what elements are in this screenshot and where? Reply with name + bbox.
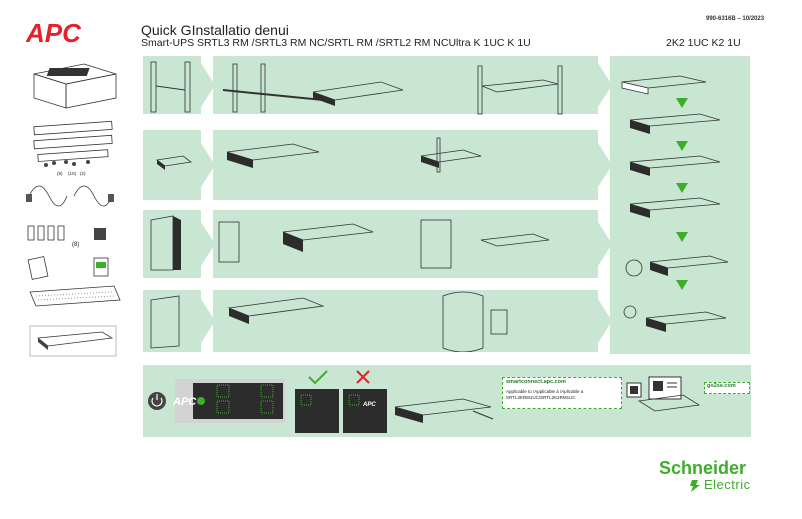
document-number: 990-6316B – 10/2023: [706, 16, 765, 22]
smartconnect-models: SRTL3KRM1UC/SRTL2K2RM1UC: [506, 395, 576, 400]
bottom-row-illustrations: [148, 370, 701, 433]
cables-illustration: [26, 185, 114, 207]
rack-rails-illustration: [33, 120, 113, 162]
qr-label-illustration: [637, 376, 701, 412]
documents-illustration: [27, 256, 109, 280]
correct-check-icon: [308, 370, 328, 385]
incorrect-apc-label: APC: [363, 402, 376, 408]
row3-main-panel: [213, 210, 598, 278]
row4-tower-bezel-illustration: [150, 291, 508, 352]
kit-count-1: (8): [57, 171, 63, 176]
row4-arrow-icon: [201, 299, 215, 343]
smartconnect-url[interactable]: smartconnect.apc.com: [506, 379, 566, 385]
schneider-brand-sub: Electric: [704, 477, 751, 492]
right-arrow-3-icon: [676, 183, 688, 193]
page-title: Quick GInstallatio denui: [141, 22, 289, 38]
kit-contents: [26, 63, 121, 357]
row1-end-arrow-icon: [598, 63, 612, 107]
front-bezel-illustration: [29, 285, 121, 307]
right-step-5: [625, 255, 729, 277]
page-subtitle: Smart-UPS SRTL3 RM /SRTL3 RM NC/SRTL RM …: [141, 37, 531, 49]
page-subtitle-right: 2K2 1UC K2 1U: [666, 37, 741, 49]
row2-main-panel: [213, 130, 598, 200]
right-step-1: [621, 75, 707, 95]
front-panel-display: [175, 379, 285, 423]
right-step-3: [629, 155, 721, 176]
row1-main-panel: [213, 56, 598, 114]
screws-illustration: [44, 160, 90, 167]
ups-unit-illustration: [29, 325, 117, 357]
right-step-6: [623, 305, 727, 332]
go2se-url[interactable]: go2se.com: [707, 383, 736, 389]
right-arrow-1-icon: [676, 98, 688, 108]
row2-unit-illustration: [155, 137, 482, 173]
smartconnect-applicable: Applicable to /Applicable à /Aplicable a: [506, 389, 584, 394]
row3-end-arrow-icon: [598, 222, 612, 266]
right-step-2: [629, 113, 721, 134]
row4-step-panel: [143, 290, 201, 352]
panel-apc-label: APC: [173, 396, 197, 408]
qr-code-icon: [626, 382, 642, 398]
row3-tower-illustration: [150, 215, 550, 271]
row1-rail-install-illustration: [222, 63, 563, 115]
right-arrow-5-icon: [676, 280, 688, 290]
power-button-icon: [148, 392, 166, 410]
row1-step-panel: [143, 56, 201, 114]
shipping-box-illustration: [33, 63, 117, 109]
kit-count-3: (2): [80, 171, 86, 176]
right-arrow-2-icon: [676, 141, 688, 151]
apc-logo-text: APC: [26, 20, 82, 46]
schneider-brand-name: Schneider: [659, 458, 747, 478]
brackets-illustration: [27, 225, 106, 241]
incorrect-panel-example: [343, 389, 387, 433]
row4-main-panel: [213, 290, 598, 352]
right-step-4: [629, 197, 721, 218]
right-steps-illustrations: [621, 75, 729, 332]
row1-rack-illustration: [150, 61, 191, 113]
row2-arrow-icon: [201, 143, 215, 187]
schneider-logo-icon: [690, 480, 700, 492]
kit-count-brackets: (8): [72, 242, 80, 248]
kit-count-2: (10): [68, 171, 77, 176]
go2se-box: [704, 382, 750, 394]
install-illustrations: [150, 61, 563, 352]
right-arrow-4-icon: [676, 232, 688, 242]
row4-end-arrow-icon: [598, 299, 612, 343]
apc-logo: APC: [26, 20, 82, 46]
row1-arrow-icon: [201, 63, 215, 107]
correct-panel-example: [295, 389, 339, 433]
row3-arrow-icon: [201, 222, 215, 266]
bottom-arrow-1-icon: [171, 395, 177, 407]
smartconnect-info-box: [502, 377, 622, 409]
network-unit-illustration: [394, 398, 494, 423]
row2-end-arrow-icon: [598, 143, 612, 187]
row3-step-panel: [143, 210, 201, 278]
incorrect-x-icon: [356, 370, 370, 384]
